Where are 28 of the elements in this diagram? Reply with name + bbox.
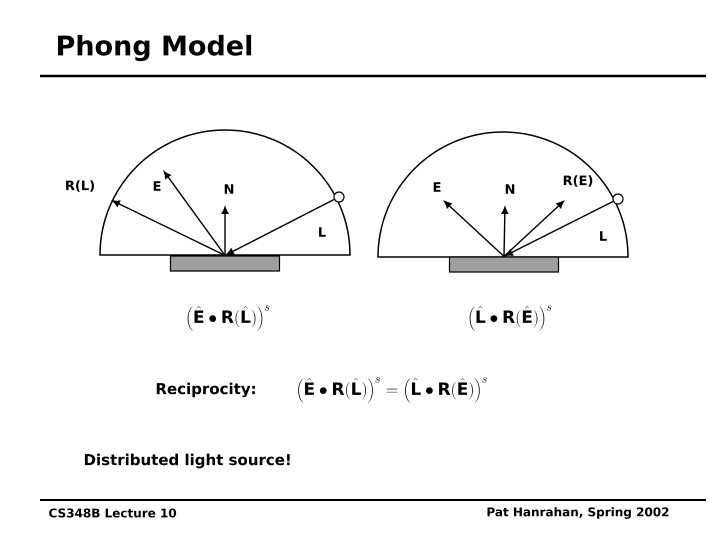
- edge-label: E: [434, 182, 440, 192]
- edge-label: E: [154, 181, 160, 191]
- edge-label: R(E): [564, 175, 592, 187]
- arrow: [506, 200, 614, 256]
- arrow: [164, 171, 226, 256]
- arrow: [226, 198, 334, 255]
- edge-label: N: [224, 184, 234, 194]
- arrow: [444, 200, 504, 257]
- arrow: [504, 200, 564, 257]
- title: Phong Model: [58, 34, 252, 62]
- footer-text: Pat Hanrahan, Spring 2002: [488, 507, 668, 519]
- formula: $\left(\hat{\mathbf{E}}\bullet\mathbf{R}(\hat{\mathbf{L}})\right)^{s}$: [188, 305, 270, 331]
- surface-bar: [170, 255, 280, 272]
- light-source-circle: [333, 191, 345, 203]
- edge-label: N: [506, 184, 514, 194]
- edge-label: R(L): [66, 180, 94, 192]
- edge-label: L: [600, 231, 607, 241]
- footer-text: CS348B Lecture 10: [49, 508, 176, 518]
- arrow: [112, 200, 226, 256]
- arrow: [501, 206, 508, 256]
- arrow: [222, 206, 228, 256]
- formula: $\left(\hat{\mathbf{E}}\bullet\mathbf{R}(\hat{\mathbf{L}})\right)^{s}=\left(\hat{\mathbf{L}}\bullet\mathbf{R}(\hat{\mathbf{E}})\right)^{s}$: [298, 377, 487, 403]
- formula: $\left(\hat{\mathbf{L}}\bullet\mathbf{R}(\hat{\mathbf{E}})\right)^{s}$: [470, 305, 552, 331]
- label-text: Distributed light source!: [84, 454, 290, 468]
- edge-label: L: [319, 227, 326, 237]
- label-text: Reciprocity:: [156, 382, 255, 398]
- light-source-circle: [612, 193, 624, 205]
- surface-bar: [448, 256, 560, 273]
